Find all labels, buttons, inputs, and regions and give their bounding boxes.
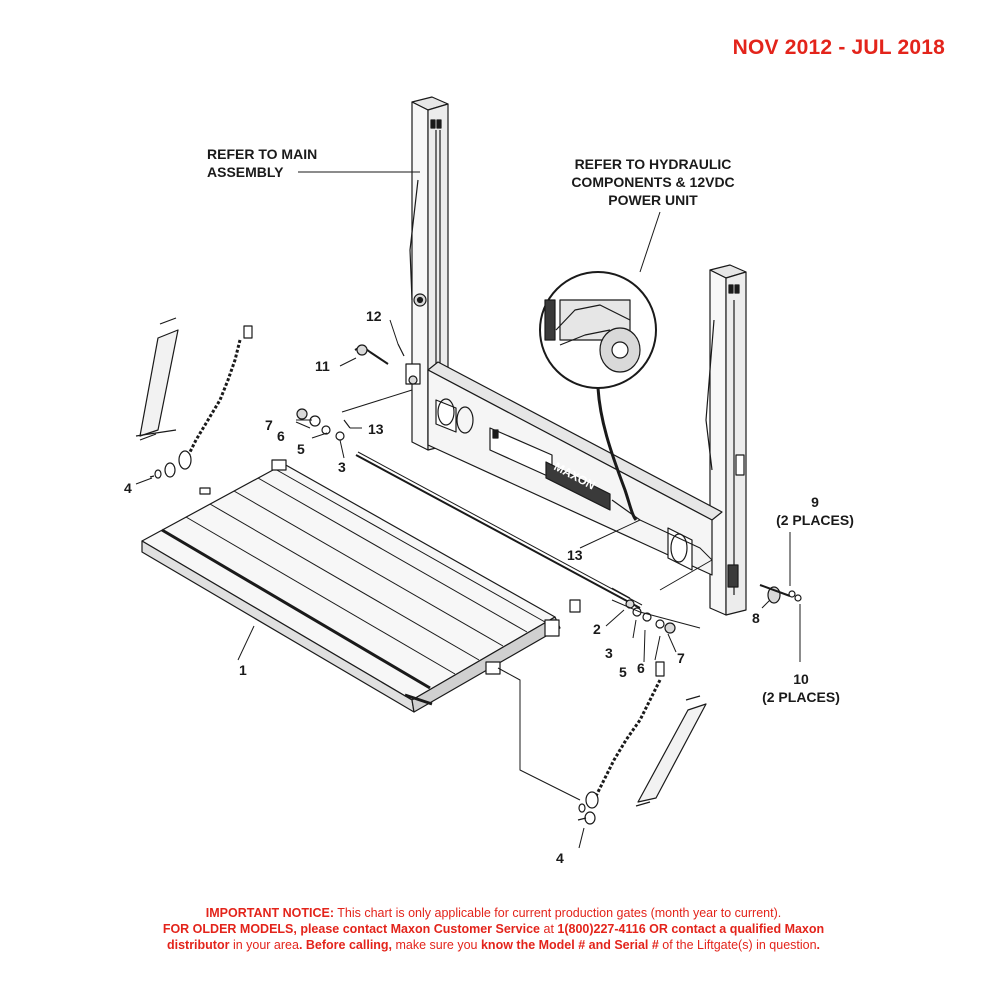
notice-end-period: . xyxy=(816,938,821,952)
item10-places: (2 PLACES) xyxy=(762,689,840,705)
notice-line-1-text: This chart is only applicable for curren… xyxy=(334,906,782,920)
torsion-rod xyxy=(355,451,643,609)
part-number-8: 8 xyxy=(752,610,760,626)
right-column xyxy=(705,264,747,616)
item9-places: (2 PLACES) xyxy=(776,512,854,528)
part-number-4-lower: 4 xyxy=(556,850,564,866)
part-number-5-right: 5 xyxy=(619,664,627,680)
notice-model-serial: know the Model # and Serial # xyxy=(480,938,659,952)
right-chain-assembly xyxy=(584,661,707,825)
hydraulic-callout-line1: REFER TO HYDRAULIC xyxy=(574,156,732,172)
leader-lines xyxy=(135,171,801,849)
left-column xyxy=(405,96,449,451)
notice-older-models: FOR OLDER MODELS, please contact Maxon C… xyxy=(162,922,541,936)
main-assembly-callout: REFER TO MAIN ASSEMBLY xyxy=(207,145,317,181)
notice-line-2: FOR OLDER MODELS, please contact Maxon C… xyxy=(60,921,927,937)
notice-distributor: distributor xyxy=(166,938,230,952)
part-number-11: 11 xyxy=(315,358,330,374)
left-chain-assembly xyxy=(135,317,253,479)
part-number-4-upper: 4 xyxy=(124,480,132,496)
notice-line-3-make-sure: make sure you xyxy=(392,938,481,952)
notice-before-calling: . Before calling, xyxy=(298,938,393,952)
important-notice: IMPORTANT NOTICE: This chart is only app… xyxy=(60,905,927,953)
part-number-6-right: 6 xyxy=(637,660,645,676)
hydraulic-callout-line2: COMPONENTS & 12VDC xyxy=(571,174,735,190)
part-number-3-left: 3 xyxy=(338,459,346,475)
part-number-7-left: 7 xyxy=(265,417,273,433)
part-number-13-right: 13 xyxy=(567,547,583,563)
part-number-13-left: 13 xyxy=(368,421,384,437)
notice-line-3: distributor in your area. Before calling… xyxy=(60,937,927,953)
notice-heading: IMPORTANT NOTICE: xyxy=(205,906,334,920)
part-number-7-right: 7 xyxy=(677,650,685,666)
hydraulic-callout: REFER TO HYDRAULIC COMPONENTS & 12VDC PO… xyxy=(560,155,746,209)
main-assembly-callout-line1: REFER TO MAIN xyxy=(207,146,318,162)
hydraulic-inset xyxy=(539,271,657,521)
platform xyxy=(141,459,561,713)
part-number-6-left: 6 xyxy=(277,428,285,444)
hydraulic-callout-line3: POWER UNIT xyxy=(608,192,698,208)
part-number-1: 1 xyxy=(239,662,247,678)
item9-number: 9 xyxy=(811,494,819,510)
main-assembly-callout-line2: ASSEMBLY xyxy=(207,164,284,180)
notice-line-2-at: at xyxy=(540,922,558,936)
notice-line-1: IMPORTANT NOTICE: This chart is only app… xyxy=(60,905,927,921)
notice-line-3-area: in your area xyxy=(229,938,299,952)
item9-callout: 9 (2 PLACES) xyxy=(770,493,860,529)
item10-number: 10 xyxy=(793,671,809,687)
part-number-12: 12 xyxy=(366,308,382,324)
part-number-2: 2 xyxy=(593,621,601,637)
part-number-3-right: 3 xyxy=(605,645,613,661)
hardware xyxy=(296,343,802,821)
notice-phone: 1(800)227-4116 OR contact a qualified Ma… xyxy=(557,922,825,936)
part-number-5-left: 5 xyxy=(297,441,305,457)
notice-line-3-question: of the Liftgate(s) in question xyxy=(658,938,817,952)
date-range-heading: NOV 2012 - JUL 2018 xyxy=(732,36,945,59)
item10-callout: 10 (2 PLACES) xyxy=(756,670,846,706)
